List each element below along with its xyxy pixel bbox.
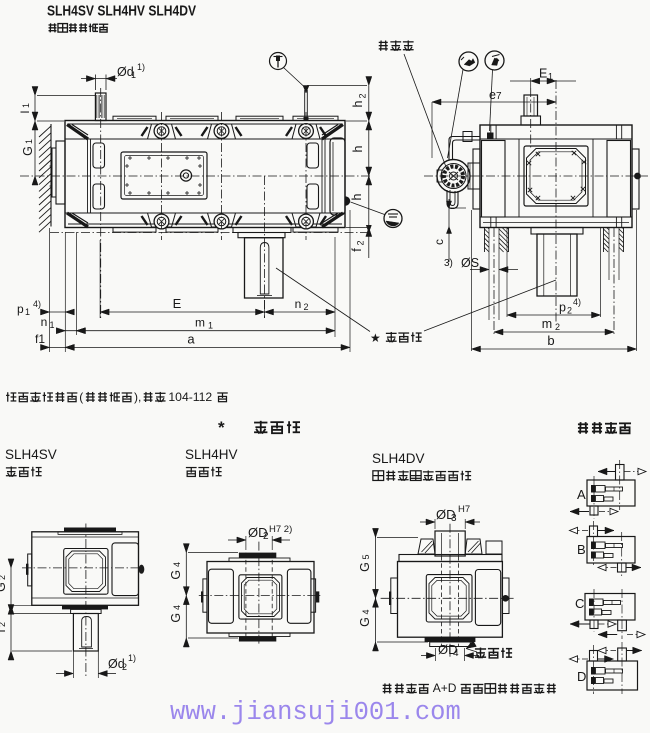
- svg-text:SLH4SV: SLH4SV: [5, 447, 57, 462]
- svg-text:1: 1: [208, 321, 213, 331]
- svg-text:1: 1: [50, 320, 55, 330]
- svg-text:h: h: [350, 193, 364, 200]
- svg-text:E: E: [539, 67, 547, 81]
- svg-text:B: B: [577, 542, 586, 557]
- svg-text:n: n: [295, 297, 302, 311]
- svg-text:2: 2: [304, 302, 309, 312]
- svg-text:1): 1): [128, 653, 136, 663]
- svg-text:2: 2: [356, 240, 366, 245]
- svg-text:b: b: [547, 333, 554, 348]
- svg-text:104-112: 104-112: [168, 390, 212, 404]
- svg-text:n: n: [41, 315, 48, 329]
- svg-text:4: 4: [172, 605, 182, 610]
- svg-text:m: m: [195, 316, 205, 330]
- svg-text:*: *: [218, 418, 225, 437]
- svg-text:2: 2: [122, 662, 127, 672]
- svg-text:3): 3): [444, 258, 453, 269]
- svg-text:E: E: [173, 296, 182, 311]
- svg-text:3: 3: [451, 513, 457, 524]
- svg-text:G: G: [169, 570, 183, 580]
- svg-text:D: D: [577, 669, 586, 684]
- svg-text:ØS: ØS: [461, 256, 479, 270]
- svg-text:1): 1): [137, 62, 145, 72]
- svg-text:G: G: [0, 582, 8, 592]
- svg-text:H7 2): H7 2): [269, 524, 292, 535]
- svg-text:SLH4DV: SLH4DV: [372, 451, 425, 466]
- svg-text:1: 1: [548, 72, 553, 82]
- svg-text:f: f: [350, 248, 364, 252]
- svg-text:2: 2: [0, 575, 7, 580]
- svg-text:f1: f1: [35, 332, 45, 346]
- svg-text:7: 7: [496, 91, 502, 102]
- svg-text:H7: H7: [458, 504, 470, 515]
- svg-text:h: h: [351, 145, 365, 152]
- svg-text:★: ★: [370, 331, 381, 345]
- svg-text:2: 2: [0, 622, 7, 627]
- svg-text:G: G: [169, 613, 183, 623]
- svg-text:(: (: [79, 390, 83, 404]
- svg-text:2: 2: [567, 306, 572, 316]
- svg-text:G: G: [358, 562, 372, 572]
- svg-text:G: G: [358, 617, 372, 627]
- svg-text:p: p: [17, 302, 24, 316]
- svg-text:G: G: [21, 146, 35, 156]
- svg-text:1: 1: [131, 70, 136, 80]
- svg-text:www.jiansuji001.com: www.jiansuji001.com: [170, 698, 461, 727]
- svg-text:p: p: [559, 301, 566, 315]
- svg-text:1: 1: [21, 103, 31, 108]
- svg-text:a: a: [187, 332, 195, 347]
- svg-text:4): 4): [573, 297, 581, 307]
- svg-text:SLH4SV SLH4HV SLH4DV: SLH4SV SLH4HV SLH4DV: [47, 3, 196, 20]
- svg-text:4): 4): [33, 299, 41, 309]
- svg-text:A+D: A+D: [433, 681, 457, 695]
- svg-text:),: ),: [134, 390, 141, 404]
- svg-text:A: A: [577, 487, 586, 502]
- svg-text:4: 4: [453, 648, 459, 659]
- svg-text:l: l: [0, 630, 8, 633]
- svg-text:C: C: [575, 596, 584, 611]
- svg-text:1: 1: [25, 307, 30, 317]
- svg-text:5: 5: [361, 554, 371, 559]
- svg-text:4: 4: [361, 609, 371, 614]
- svg-text:2: 2: [358, 93, 368, 98]
- svg-text:e: e: [489, 88, 496, 102]
- svg-text:c: c: [432, 239, 446, 245]
- svg-text:2: 2: [555, 322, 560, 332]
- svg-text:4: 4: [172, 562, 182, 567]
- svg-text:1: 1: [24, 139, 34, 144]
- svg-text:SLH4HV: SLH4HV: [185, 447, 238, 462]
- svg-text:m: m: [542, 317, 552, 331]
- svg-text:h: h: [351, 100, 365, 107]
- svg-text:l: l: [18, 111, 32, 114]
